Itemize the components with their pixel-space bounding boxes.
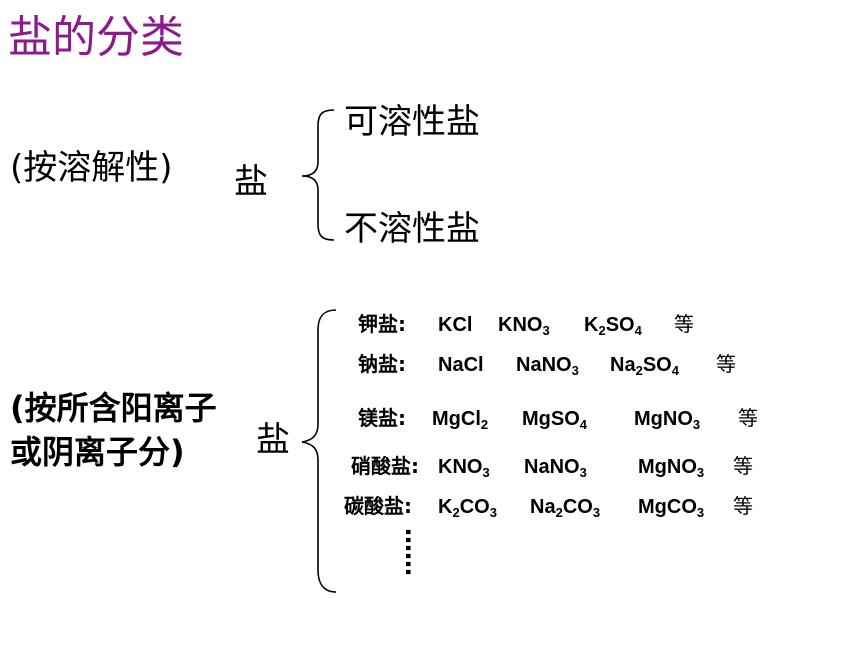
branch-soluble-salt: 可溶性盐	[344, 102, 480, 142]
formula-subscript: 3	[579, 465, 587, 480]
formula: NaNO3	[516, 350, 579, 379]
formula-subscript: 2	[480, 417, 489, 432]
formula: MgNO3	[638, 452, 704, 481]
row-label: 钠盐:	[358, 352, 406, 376]
brace-ions	[301, 309, 337, 593]
formula-part: MgCO	[638, 496, 697, 518]
formula-subscript: 4	[671, 363, 679, 378]
formula-subscript: 3	[696, 465, 705, 480]
formula-part: NaNO	[524, 456, 580, 478]
row-suffix: 等	[716, 352, 736, 376]
formula-part: MgSO	[522, 408, 580, 430]
formula: KNO3	[438, 452, 490, 481]
formula: K2SO4	[584, 310, 642, 339]
criterion-solubility: (按溶解性)	[10, 148, 173, 188]
row-suffix: 等	[733, 454, 753, 478]
vertical-ellipsis: ……	[400, 528, 428, 576]
formula: KCl	[438, 310, 472, 339]
brace-solubility	[301, 109, 335, 241]
formula-part: Na	[530, 496, 556, 518]
row-label: 硝酸盐:	[351, 454, 419, 478]
formula-subscript: 3	[571, 363, 579, 378]
formula-subscript: 4	[634, 323, 642, 338]
formula-part: MgNO	[634, 408, 693, 430]
formula-part: KCl	[438, 314, 473, 336]
formula-part: SO	[605, 314, 635, 336]
formula: MgNO3	[634, 404, 700, 433]
row-label: 碳酸盐:	[344, 494, 412, 518]
root-salt-1: 盐	[234, 162, 268, 202]
formula: Na2CO3	[530, 492, 600, 521]
formula-subscript: 3	[482, 465, 490, 480]
criterion-ions-line1: (按所含阳离子	[10, 389, 217, 427]
formula: NaCl	[438, 350, 484, 379]
formula-part: Na	[610, 354, 636, 376]
formula-subscript: 3	[489, 505, 497, 520]
formula: KNO3	[498, 310, 550, 339]
formula: Na2SO4	[610, 350, 679, 379]
formula-subscript: 2	[452, 505, 460, 520]
formula-subscript: 2	[555, 505, 563, 520]
row-label: 镁盐:	[358, 406, 406, 430]
slide-title: 盐的分类	[8, 12, 184, 63]
formula-part: MgNO	[638, 456, 697, 478]
formula-subscript: 3	[692, 417, 701, 432]
formula: K2CO3	[438, 492, 497, 521]
formula-part: K	[438, 496, 453, 518]
formula-part: CO	[562, 496, 593, 518]
formula-part: KNO	[498, 314, 543, 336]
row-suffix: 等	[674, 312, 694, 336]
formula-part: KNO	[438, 456, 483, 478]
formula-part: NaNO	[516, 354, 572, 376]
formula: MgCO3	[638, 492, 704, 521]
root-salt-2: 盐	[256, 420, 290, 460]
row-suffix: 等	[733, 494, 753, 518]
formula-subscript: 3	[696, 505, 705, 520]
formula-part: SO	[642, 354, 672, 376]
formula-subscript: 2	[635, 363, 643, 378]
formula-part: CO	[459, 496, 490, 518]
formula: NaNO3	[524, 452, 587, 481]
formula-subscript: 3	[592, 505, 601, 520]
formula-part: NaCl	[438, 354, 484, 376]
criterion-ions-line2: 或阴离子分)	[10, 433, 185, 471]
formula: MgCl2	[432, 404, 488, 433]
row-label: 钾盐:	[358, 312, 406, 336]
formula-subscript: 2	[598, 323, 606, 338]
branch-insoluble-salt: 不溶性盐	[344, 209, 480, 249]
formula-part: K	[584, 314, 599, 336]
row-suffix: 等	[738, 406, 758, 430]
formula: MgSO4	[522, 404, 587, 433]
formula-subscript: 4	[579, 417, 588, 432]
formula-subscript: 3	[542, 323, 550, 338]
formula-part: MgCl	[432, 408, 481, 430]
